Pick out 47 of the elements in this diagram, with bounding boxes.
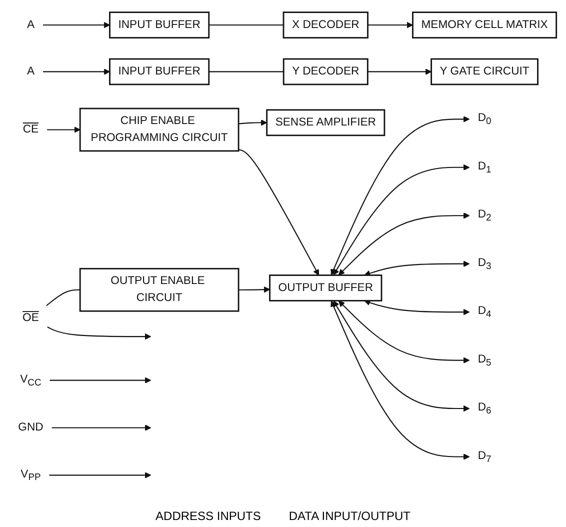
pin-label: CE [22, 123, 39, 136]
arrow [364, 260, 470, 276]
circuit-block: OUTPUT ENABLE CIRCUIT [79, 268, 240, 312]
circuit-block: X DECODER [282, 12, 368, 38]
pin-label: D$_{1}$ [478, 160, 492, 175]
arrow [368, 68, 432, 75]
circuit-block: MEMORY CELL MATRIX [412, 12, 558, 38]
arrow [338, 212, 470, 276]
group-label: DATA INPUT/OUTPUT [288, 509, 410, 523]
arrow [364, 300, 470, 316]
arrow [238, 286, 270, 293]
pin-label: A [26, 18, 34, 31]
arrow [330, 300, 470, 460]
arrow [43, 22, 110, 28]
pin-label: D$_{7}$ [478, 450, 492, 464]
arrow [333, 300, 470, 412]
arrow [49, 472, 152, 478]
arrow [368, 22, 414, 28]
circuit-block: CHIP ENABLE PROGRAMMING CIRCUIT [79, 108, 240, 152]
pin-label: D$_{4}$ [478, 304, 492, 320]
arrow [333, 164, 470, 276]
circuit-block: Y GATE CIRCUIT [430, 58, 538, 86]
circuit-block: SENSE AMPLIFIER [266, 109, 386, 136]
arrow [47, 326, 152, 340]
pin-label: D$_{2}$ [478, 208, 492, 223]
pin-label: OE [22, 312, 39, 324]
circuit-block: INPUT BUFFER [109, 12, 210, 38]
pin-label: D$_{0}$ [478, 112, 492, 126]
arrow [47, 126, 80, 133]
pin-label: D$_{5}$ [478, 353, 492, 368]
pin-label: A [26, 65, 34, 78]
circuit-block: Y DECODER [282, 58, 368, 86]
arrow [338, 300, 470, 364]
arrow [330, 116, 470, 276]
pin-label: V$_{PP}$ [20, 468, 41, 482]
arrow [50, 377, 152, 384]
arrow [43, 68, 110, 75]
group-label: ADDRESS INPUTS [156, 509, 261, 523]
pin-label: V$_{CC}$ [20, 373, 42, 388]
pin-label: D$_{6}$ [478, 401, 492, 416]
arrow [52, 424, 152, 431]
circuit-block: OUTPUT BUFFER [269, 274, 382, 302]
arrow [238, 120, 268, 126]
arrow [238, 149, 320, 276]
circuit-block: INPUT BUFFER [109, 58, 210, 86]
pin-label: GND [18, 421, 44, 434]
pin-label: D$_{3}$ [478, 256, 492, 271]
